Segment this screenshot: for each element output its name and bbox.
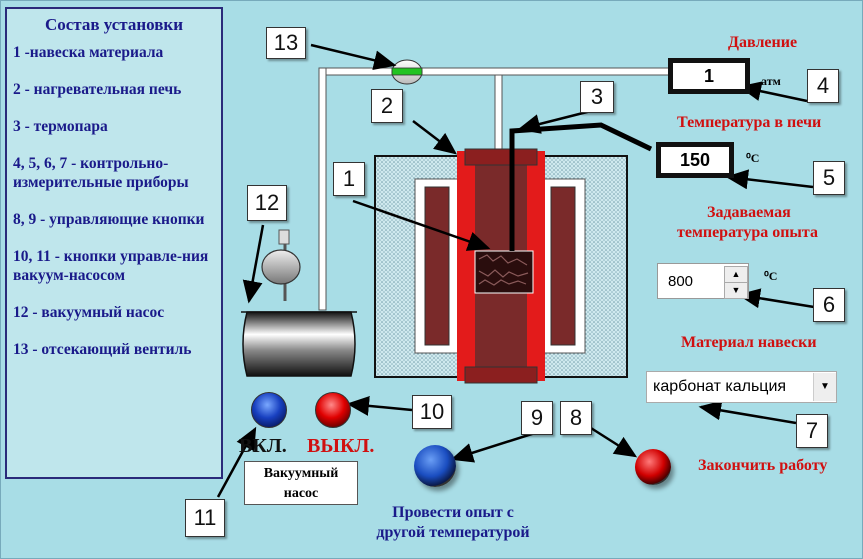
target-temp-value: 800 [668, 273, 694, 290]
furnace-temp-title: Температура в печи [677, 114, 822, 131]
callout-5: 5 [813, 161, 845, 195]
repeat-line-2: другой температурой [376, 524, 530, 541]
target-temp-unit: ⁰С [764, 269, 778, 283]
callout-6: 6 [813, 288, 845, 322]
run-again-button[interactable] [414, 445, 456, 487]
callout-1: 1 [333, 162, 365, 196]
legend-item: 12 - вакуумный насос [13, 304, 165, 321]
target-temp-title-1: Задаваемая [707, 204, 791, 221]
spinner-down-button[interactable]: ▼ [724, 282, 748, 299]
callout-4: 4 [807, 69, 839, 103]
callout-2: 2 [371, 89, 403, 123]
vacuum-pump [241, 229, 357, 377]
target-temp-title-2: температура опыта [677, 224, 818, 241]
callout-10: 10 [412, 395, 452, 429]
pump-off-label: ВЫКЛ. [307, 435, 375, 457]
pressure-title: Давление [728, 34, 798, 51]
finish-work-link[interactable]: Закончить работу [698, 457, 828, 474]
callout-3: 3 [580, 81, 614, 113]
vacuum-pipes [318, 67, 670, 311]
spinner-up-button[interactable]: ▲ [724, 266, 748, 283]
shutoff-valve [391, 59, 423, 85]
furnace-temp-display: 150 [659, 145, 731, 175]
legend-item: 1 -навеска материала [13, 44, 164, 61]
callout-13: 13 [266, 27, 306, 59]
legend-panel: Состав установки 1 -навеска материала 2 … [5, 7, 223, 479]
repeat-line-1: Провести опыт с [392, 504, 514, 521]
finish-work-button[interactable] [635, 449, 671, 485]
material-value: карбонат кальция [653, 378, 787, 395]
pump-caption-box: Вакуумный насос [244, 461, 358, 505]
heater-wall-left [457, 151, 475, 381]
callout-7: 7 [796, 414, 828, 448]
legend-item: 8, 9 - управляющие кнопки [13, 211, 205, 228]
pump-caption-line-2: насос [283, 486, 319, 501]
legend-item: 3 - термопара [13, 118, 108, 135]
target-temp-spinner[interactable]: 800 ▲ ▼ [657, 263, 749, 299]
pressure-display: 1 [671, 61, 747, 91]
material-select[interactable]: карбонат кальция ▼ [646, 371, 837, 403]
heater-wall-right [527, 151, 545, 381]
legend-item: 13 - отсекающий вентиль [13, 341, 192, 358]
callout-12: 12 [247, 185, 287, 221]
pump-off-button[interactable] [315, 392, 351, 428]
legend-item: 4, 5, 6, 7 - контрольно-измерительные пр… [13, 155, 189, 191]
heating-element-right [550, 186, 576, 346]
sample-crucible [474, 250, 534, 294]
callout-8: 8 [560, 401, 592, 435]
pump-caption-line-1: Вакуумный [263, 466, 339, 481]
thermocouple [509, 122, 653, 251]
repeat-experiment-label[interactable]: Провести опыт с другой температурой [353, 503, 553, 543]
pressure-unit: атм [761, 74, 781, 88]
chevron-down-icon[interactable]: ▼ [813, 373, 836, 401]
legend-item: 10, 11 - кнопки управле-ния вакуум-насос… [13, 248, 209, 284]
material-title: Материал навески [681, 334, 817, 351]
furnace-temp-unit: ⁰С [746, 151, 760, 165]
pump-on-label: ВКЛ. [239, 435, 287, 457]
legend-title: Состав установки [44, 15, 184, 34]
legend-item: 2 - нагревательная печь [13, 81, 182, 98]
pump-on-button[interactable] [251, 392, 287, 428]
callout-11: 11 [185, 499, 225, 537]
heating-element-left [424, 186, 450, 346]
callout-9: 9 [521, 401, 553, 435]
